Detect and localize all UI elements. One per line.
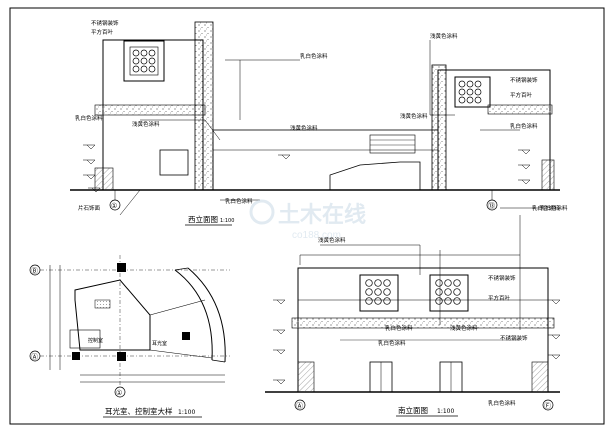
label-stone-facing-w: 片石饰面 — [78, 204, 101, 212]
elevation-marker — [518, 164, 531, 170]
vent-circle — [132, 57, 140, 65]
label-beige-paint-s2: 浅黄色涂料 — [450, 324, 478, 332]
elevation-marker — [518, 149, 531, 155]
label-beige-paint-w4: 浅黄色涂料 — [400, 112, 428, 120]
elevation-marker — [548, 299, 561, 305]
vent-circle — [383, 288, 391, 296]
vent-circle — [474, 80, 482, 88]
label-beige-paint-s1: 浅黄色涂料 — [318, 236, 346, 244]
vent-circle — [374, 297, 382, 305]
elevation-marker — [83, 159, 96, 165]
vent-circle — [444, 297, 452, 305]
vent-circle — [374, 288, 382, 296]
label-beige-paint-w3: 浅黄色涂料 — [290, 124, 318, 132]
elevation-marker — [548, 354, 561, 360]
vent-circle — [383, 279, 391, 287]
vent-circle — [365, 288, 373, 296]
vent-circle — [458, 96, 466, 104]
elevation-marker — [273, 349, 286, 355]
west-scale: 1:100 — [220, 218, 234, 224]
vent-circle — [453, 297, 461, 305]
vent-circle — [132, 65, 140, 73]
room-b-label: 耳光室 — [152, 340, 167, 347]
south-title: 南立面图 — [398, 405, 428, 415]
west-elevation — [70, 21, 560, 216]
vent-circle — [435, 288, 443, 296]
sheet-border — [9, 7, 605, 425]
axis-1-label-plan: ① — [116, 389, 122, 397]
label-steel-decor-w2: 不锈钢装饰 — [510, 76, 538, 84]
elevation-marker — [88, 187, 101, 193]
vent-circle — [365, 279, 373, 287]
vent-circle — [444, 279, 452, 287]
label-square-panel-w2: 平方百叶 — [510, 91, 533, 99]
elevation-marker — [83, 174, 96, 180]
axis-A-label-south: Ⓐ — [296, 402, 303, 410]
label-square-panel-s: 平方百叶 — [488, 294, 511, 302]
vent-circle — [466, 80, 474, 88]
vent-circle — [474, 88, 482, 96]
vent-circle — [444, 288, 452, 296]
label-steel-decor-s: 不锈钢装饰 — [488, 274, 516, 282]
vent-circle — [365, 297, 373, 305]
axis-1-label: ① — [111, 202, 117, 210]
watermark-main: 土木在线 — [278, 202, 366, 227]
vent-circle — [374, 279, 382, 287]
detail-title: 耳光室、控制室大样 — [105, 406, 173, 416]
label-white-paint-s3: 乳白色涂料 — [378, 339, 406, 347]
vent-circle — [148, 57, 156, 65]
elevation-marker — [273, 329, 286, 335]
axis-A-label-plan: Ⓐ — [31, 353, 38, 361]
vent-circle — [140, 49, 148, 57]
vent-circle — [148, 49, 156, 57]
label-steel-decor-s2: 不锈钢装饰 — [500, 334, 528, 342]
vent-circle — [383, 297, 391, 305]
vent-circle — [132, 49, 140, 57]
detail-scale: 1:100 — [178, 409, 195, 416]
elevation-marker — [273, 379, 286, 385]
vent-circle — [148, 65, 156, 73]
label-white-paint-s4: 乳白色涂料 — [488, 399, 516, 407]
label-white-paint-w3: 乳白色涂料 — [510, 122, 538, 130]
vent-circle — [453, 288, 461, 296]
vent-circle — [466, 96, 474, 104]
elevation-marker — [278, 154, 291, 160]
axis-13-label: ⑬ — [488, 202, 495, 210]
label-white-paint-s2: 乳白色涂料 — [385, 324, 413, 332]
vent-circle — [458, 80, 466, 88]
label-white-paint-w4: 乳白色涂料 — [225, 197, 253, 205]
vent-circle — [453, 279, 461, 287]
label-white-paint-w5: 乳白色涂料 — [540, 204, 568, 212]
label-white-paint-w2: 乳白色涂料 — [75, 114, 103, 122]
detail-plan — [29, 255, 230, 398]
vent-circle — [435, 279, 443, 287]
south-elevation — [265, 215, 561, 411]
label-beige-paint-w1: 浅黄色涂料 — [430, 32, 458, 40]
vent-circle — [140, 57, 148, 65]
label-square-panel-w: 平方百叶 — [91, 28, 114, 36]
elevation-marker — [548, 334, 561, 340]
room-a-label: 控制室 — [88, 337, 103, 344]
axis-B-label: Ⓑ — [31, 267, 38, 275]
axis-F-label-south: Ⓕ — [544, 402, 551, 410]
vent-circle — [474, 96, 482, 104]
watermark: 土木在线 co188.com — [249, 199, 366, 241]
label-white-paint-s1: 乳白色涂料 — [532, 204, 560, 212]
vent-circle — [140, 65, 148, 73]
vent-circle — [435, 297, 443, 305]
west-title: 西立面图 — [188, 214, 218, 224]
vent-circle — [458, 88, 466, 96]
label-steel-decor-w: 不锈钢装饰 — [91, 19, 119, 27]
watermark-sub: co188.com — [292, 230, 341, 241]
vent-circle — [466, 88, 474, 96]
south-scale: 1:100 — [437, 408, 454, 415]
label-white-paint-w1: 乳白色涂料 — [300, 52, 328, 60]
elevation-marker — [518, 179, 531, 185]
elevation-marker — [273, 299, 286, 305]
elevation-marker — [83, 144, 96, 150]
label-beige-paint-w2: 浅黄色涂料 — [132, 120, 160, 128]
